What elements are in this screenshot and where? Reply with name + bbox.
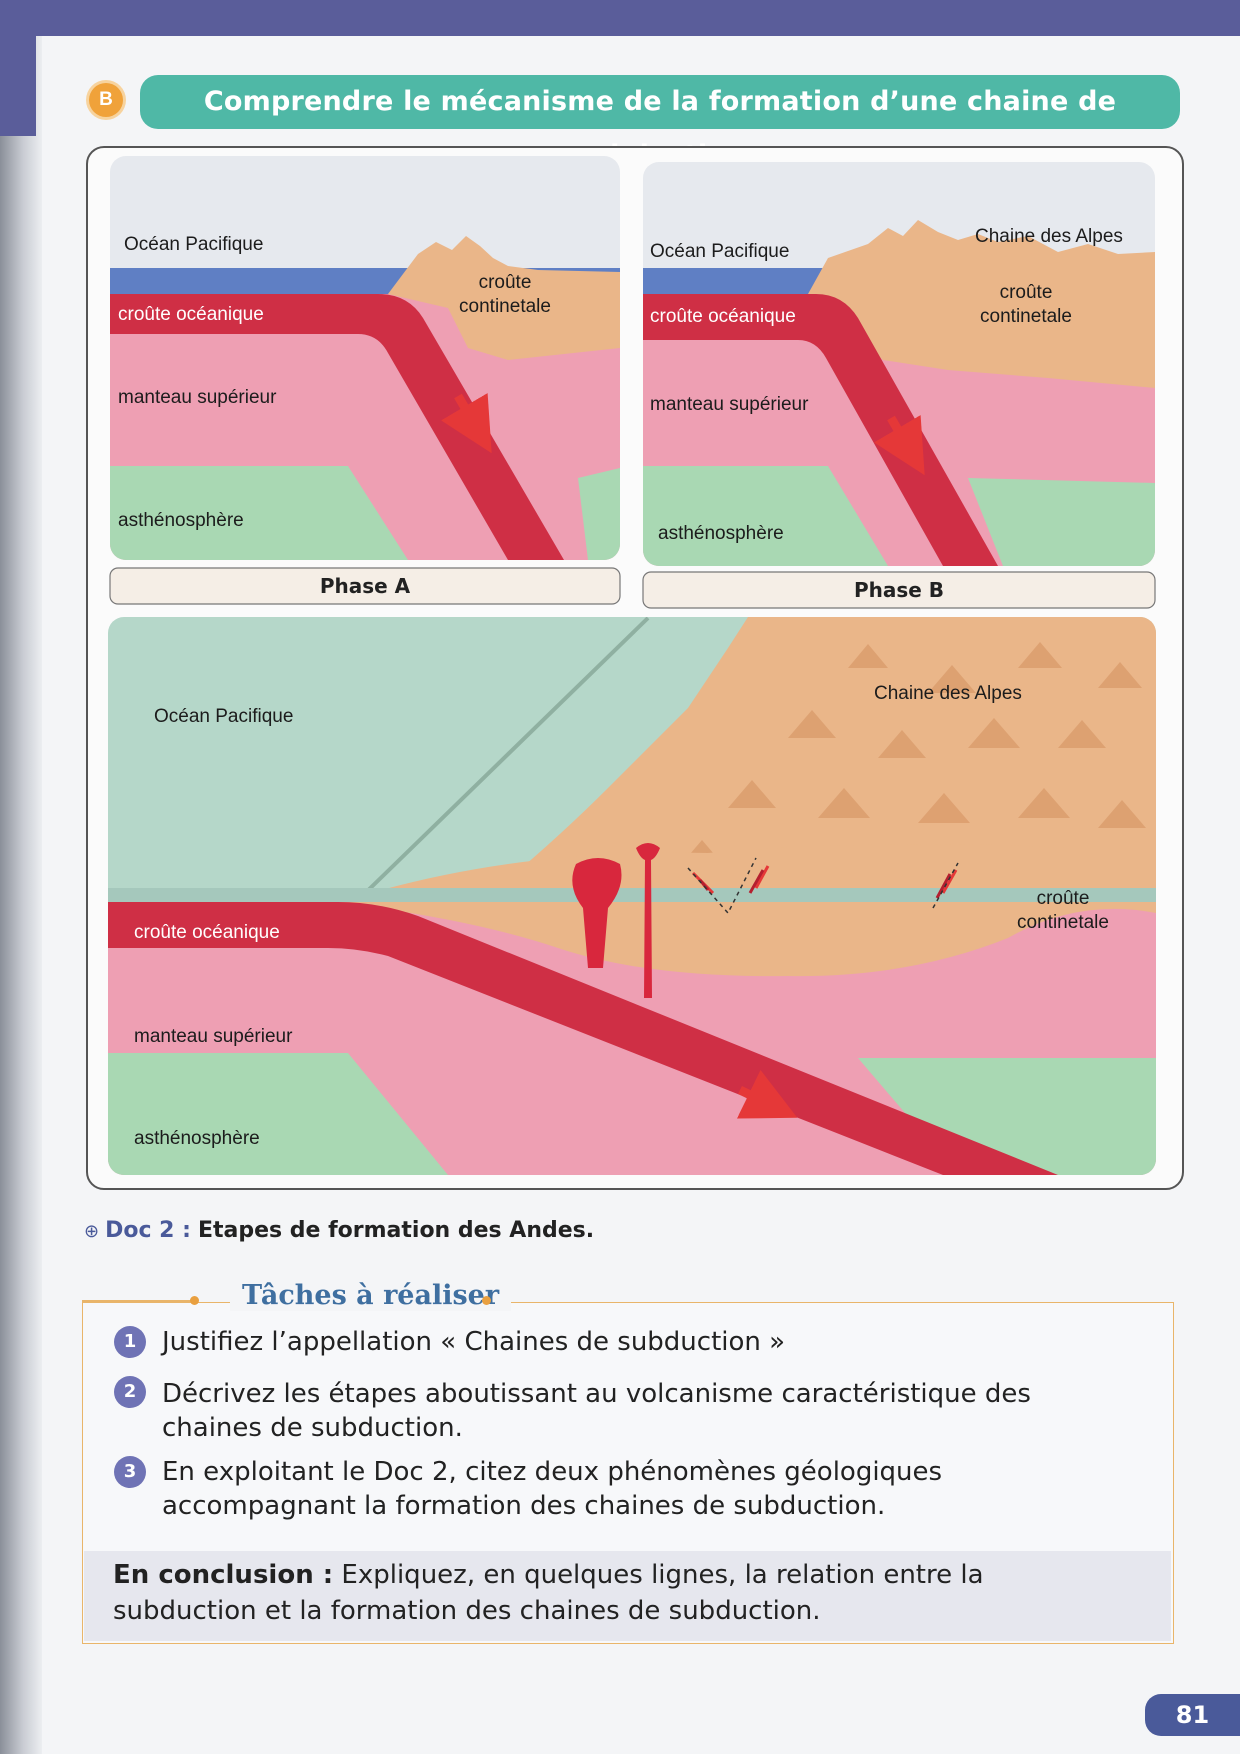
conclusion-panel [84,1551,1171,1641]
task-item-1: Justifiez l’appellation « Chaines de sub… [162,1327,786,1357]
block-subduction-arrow-icon [736,1069,798,1119]
block-mantle-label: manteau supérieur [134,1026,293,1047]
task-item-2: Décrivez les étapes aboutissant au volca… [162,1379,1031,1443]
phase-b-oceanic-crust-label: croûte océanique [650,306,796,327]
tasks-heading: Tâches à réaliser [230,1280,512,1311]
block-crust-label-1: croûte [1037,888,1090,909]
phase-b-diagram [643,162,1155,566]
figure-frame: Océan Pacifique croûte continetale croût… [86,146,1184,1190]
phase-a-diagram [110,156,620,560]
phase-b-mantle-label: manteau supérieur [650,394,809,415]
doc-icon: ⊕ [84,1221,100,1242]
phase-a-asthenosphere-label: asthénosphère [118,510,244,531]
phase-a-crust-label-1: croûte [479,272,532,293]
phase-a-label-box [109,567,621,605]
task-number-1: 1 [114,1326,146,1358]
phase-b-mountain-label: Chaine des Alpes [975,226,1123,247]
phase-a-crust-label-2: continetale [459,296,551,317]
subduction-figure: Océan Pacifique croûte continetale croût… [108,156,1156,1175]
phase-a-subduction-arrow-icon [441,393,492,454]
tasks-dot-right [482,1296,491,1305]
phase-b-crust-label-1: croûte [1000,282,1053,303]
phase-b-label-box [642,571,1156,609]
phase-a-oceanic-crust-label: croûte océanique [118,304,264,325]
conclusion-text: En conclusion : Expliquez, en quelques l… [113,1557,1093,1629]
phase-b-subduction-arrow-icon [874,415,925,476]
book-spine [0,0,42,1754]
block-asthenosphere-label: asthénosphère [134,1128,260,1149]
block-diagram [108,617,1156,1175]
phase-b-label: Phase B [854,578,944,602]
block-crust-label-2: continetale [1017,912,1109,933]
doc-title: Etapes de formation des Andes. [197,1218,595,1243]
phase-a-ocean-label: Océan Pacifique [124,234,263,255]
doc-reference: Doc 2 : [105,1218,191,1243]
figure-caption: ⊕Doc 2 : Etapes de formation des Andes. [84,1218,594,1243]
phase-b-ocean-label: Océan Pacifique [650,241,789,262]
left-band [0,36,36,136]
task-number-2: 2 [114,1376,146,1408]
top-band [0,0,1240,36]
task-item-3: En exploitant le Doc 2, citez deux phéno… [162,1457,943,1521]
section-badge: B [89,83,123,117]
tasks-line [82,1300,192,1302]
block-ocean-label: Océan Pacifique [154,706,293,727]
page-number: 81 [1145,1694,1240,1736]
section-title: Comprendre le mécanisme de la formation … [140,75,1180,171]
conclusion-label: En conclusion : [113,1560,334,1590]
phase-a-label: Phase A [320,574,411,598]
conclusion-body: Expliquez, en quelques lignes, la relati… [113,1560,984,1626]
phase-b-crust-label-2: continetale [980,306,1072,327]
fault-arrows-icon [687,857,959,915]
phase-b-asthenosphere-label: asthénosphère [658,523,784,544]
block-mountain-label: Chaine des Alpes [874,683,1022,704]
tasks-dot-left [190,1296,199,1305]
task-number-3: 3 [114,1456,146,1488]
phase-a-mantle-label: manteau supérieur [118,387,277,408]
block-oceanic-crust-label: croûte océanique [134,922,280,943]
